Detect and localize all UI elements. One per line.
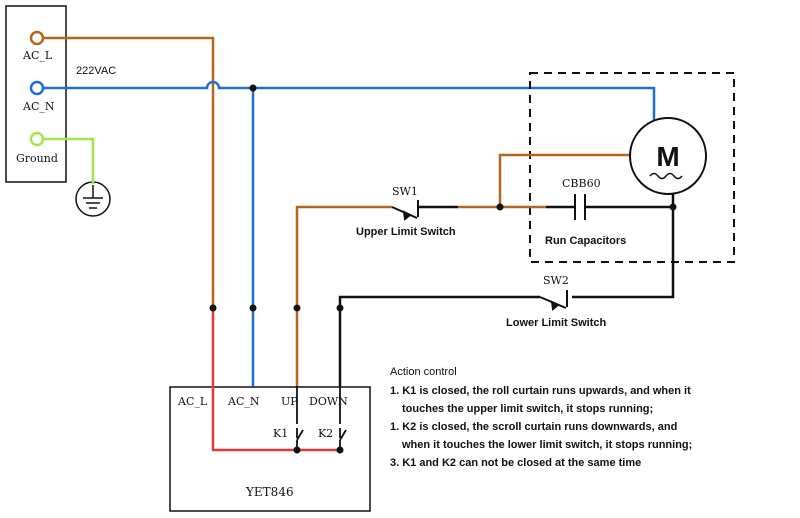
junction-dot: [293, 446, 301, 454]
motor-down-wire: [572, 194, 675, 299]
notes-heading: Action control: [390, 366, 457, 378]
controller-terminal-up: UP: [281, 395, 298, 408]
capacitor-icon: [574, 194, 586, 220]
controller-relay-k2: K2: [318, 427, 333, 440]
ground-wire: [44, 137, 95, 184]
k2-contact-icon: [339, 386, 347, 450]
action-notes: Action control 1. K1 is closed, the roll…: [390, 366, 692, 469]
voltage-label: 222VAC: [76, 65, 116, 77]
ac-l-terminal-icon: [29, 30, 45, 46]
sw2-tag: SW2: [543, 274, 569, 287]
junction-dots: [209, 84, 677, 454]
motor-up-wire: [498, 153, 632, 207]
neutral-wire: [44, 80, 656, 386]
sw1-tag: SW1: [392, 185, 418, 198]
k1-contact-icon: [296, 386, 304, 450]
notes-line-2b: when it touches the lower limit switch, …: [401, 439, 692, 451]
sw1-caption: Upper Limit Switch: [356, 226, 456, 238]
sw1-switch-icon: [391, 200, 419, 221]
notes-line-1: 1. K1 is closed, the roll curtain runs u…: [390, 385, 691, 397]
panel-ac-l-label: AC_L: [22, 49, 53, 62]
ground-icon: [75, 181, 111, 217]
live-wire: [44, 36, 215, 308]
junction-dot: [336, 304, 344, 312]
ac-n-terminal-icon: [29, 80, 45, 96]
junction-dot: [293, 304, 301, 312]
junction-dot: [209, 304, 217, 312]
sw2-switch-icon: [539, 290, 568, 311]
motor-icon: M: [629, 117, 707, 195]
junction-dot: [336, 446, 344, 454]
sw1-left-wire: [295, 205, 392, 386]
controller-relay-k1: K1: [273, 427, 288, 440]
ground-terminal-icon: [29, 131, 45, 147]
notes-line-1b: touches the upper limit switch, it stops…: [402, 403, 653, 415]
motor-housing: [529, 72, 735, 263]
power-panel: [5, 5, 67, 183]
sw2-caption: Lower Limit Switch: [506, 317, 607, 329]
panel-ground-label: Ground: [16, 152, 58, 165]
junction-dot: [249, 84, 257, 92]
capacitor-part: CBB60: [562, 177, 601, 190]
junction-dot: [249, 304, 257, 312]
controller-box: [169, 386, 371, 512]
sw2-left-wire: [338, 295, 540, 386]
controller-terminal-down: DOWN: [309, 395, 348, 408]
junction-dot: [496, 203, 504, 211]
controller-terminal-ac-n: AC_N: [227, 395, 260, 408]
panel-ac-n-label: AC_N: [22, 100, 55, 113]
controller-terminal-ac-l: AC_L: [177, 395, 208, 408]
junction-dot: [669, 203, 677, 211]
capacitor-caption: Run Capacitors: [545, 235, 626, 247]
motor-symbol: M: [656, 141, 679, 172]
notes-line-2: 1. K2 is closed, the scroll curtain runs…: [390, 421, 677, 433]
notes-line-3: 3. K1 and K2 can not be closed at the sa…: [390, 457, 641, 469]
controller-name: YET846: [245, 485, 294, 499]
